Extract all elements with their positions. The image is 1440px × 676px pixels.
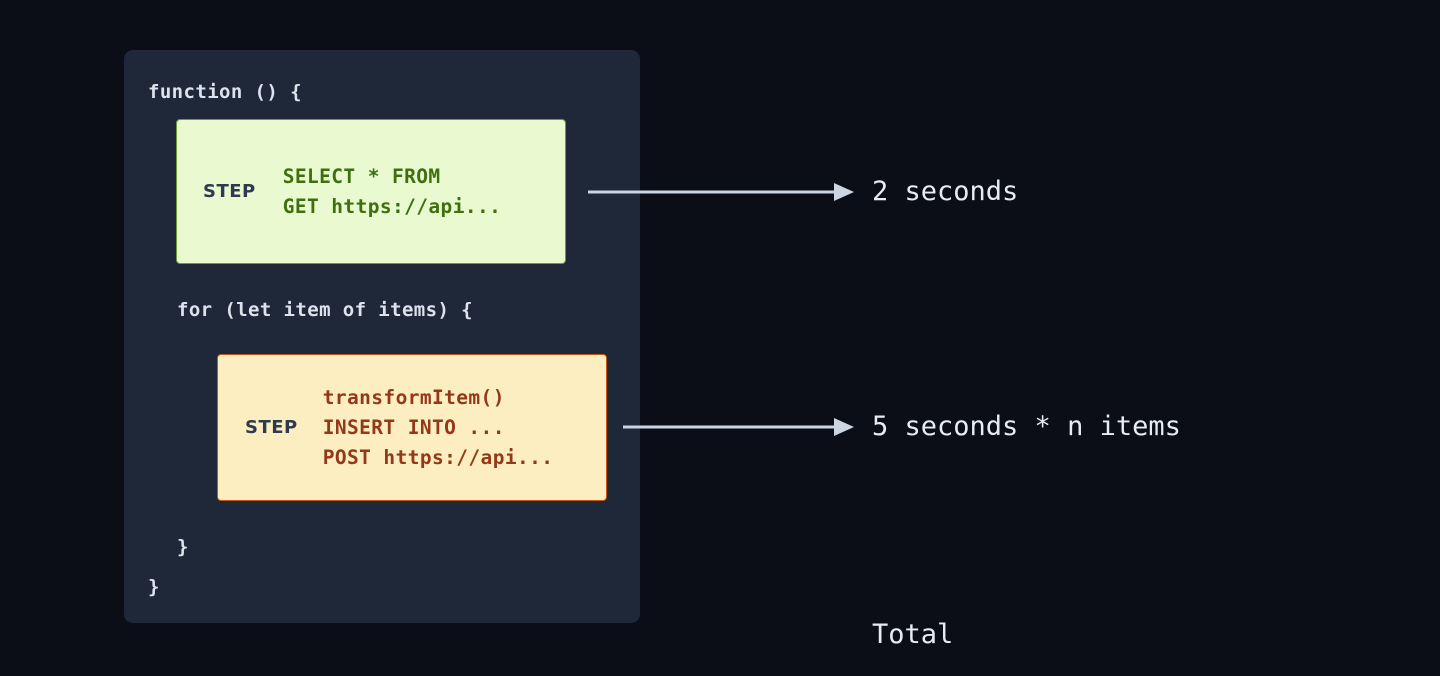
total-block: Total 100 items = 502 seconds (872, 535, 1246, 676)
step-box-query[interactable]: STEP SELECT * FROM GET https://api... (176, 119, 566, 264)
step-tag-query: STEP (203, 181, 256, 202)
code-line-for-open: for (let item of items) { (177, 299, 473, 321)
code-line-function-open: function () { (148, 81, 302, 103)
total-label: Total (872, 619, 954, 650)
label-loop-duration: 5 seconds * n items (872, 411, 1181, 442)
arrow-query-to-time (588, 183, 854, 201)
step-box-loop[interactable]: STEP transformItem() INSERT INTO ... POS… (217, 354, 607, 501)
code-line-function-close: } (148, 576, 160, 598)
arrow-loop-to-time (623, 418, 854, 436)
code-panel: function () { STEP SELECT * FROM GET htt… (124, 50, 640, 623)
label-query-duration: 2 seconds (872, 176, 1019, 207)
code-line-for-close: } (177, 536, 189, 558)
step-code-loop: transformItem() INSERT INTO ... POST htt… (322, 385, 554, 469)
step-tag-loop: STEP (245, 417, 298, 438)
step-code-query: SELECT * FROM GET https://api... (282, 164, 502, 218)
